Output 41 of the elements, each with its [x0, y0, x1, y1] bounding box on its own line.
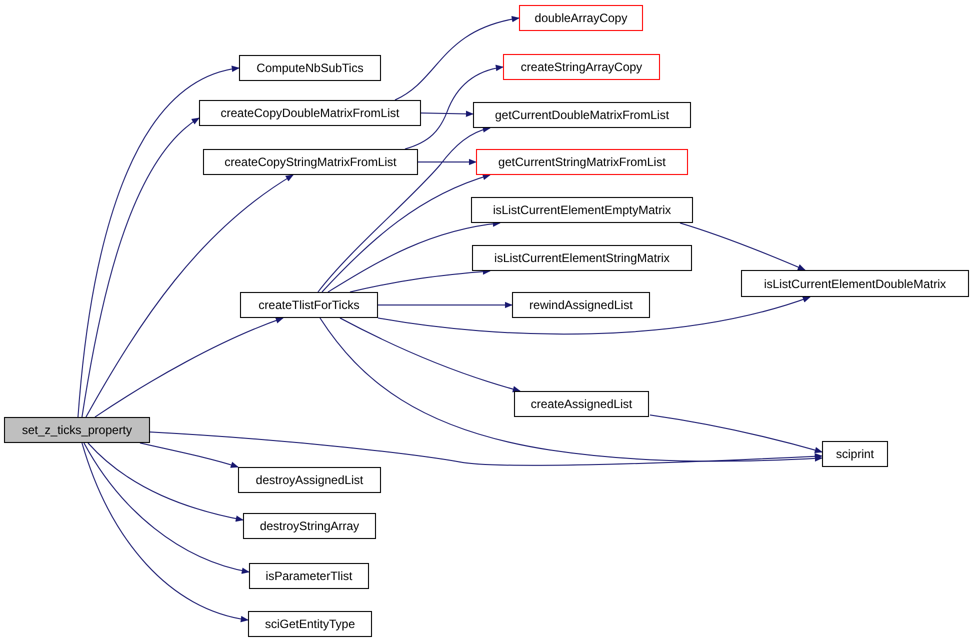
arrow	[94, 318, 284, 418]
arrow	[340, 318, 521, 392]
function-box: createCopyStringMatrixFromList	[203, 149, 418, 175]
arrow	[78, 66, 240, 418]
function-box: isListCurrentElementDoubleMatrix	[741, 270, 969, 297]
function-box: createTlistForTicks	[240, 292, 378, 318]
arrow	[88, 442, 244, 522]
arrow	[418, 158, 477, 166]
arrow	[322, 174, 491, 292]
arrow	[680, 222, 806, 270]
function-box: sciprint	[822, 441, 888, 467]
function-box: destroyStringArray	[243, 513, 376, 539]
arrow	[150, 432, 823, 466]
arrow	[140, 442, 239, 468]
arrow	[82, 442, 249, 622]
function-box: sciGetEntityType	[248, 611, 372, 637]
function-box: createStringArrayCopy	[503, 54, 660, 80]
arrow	[328, 220, 501, 292]
arrow	[650, 414, 823, 454]
function-box: getCurrentStringMatrixFromList	[476, 149, 688, 175]
function-box: doubleArrayCopy	[519, 5, 643, 31]
function-box: createCopyDoubleMatrixFromList	[199, 100, 421, 126]
arrow	[394, 16, 520, 100]
arrow	[320, 318, 823, 462]
arrow	[404, 65, 504, 150]
arrow	[420, 110, 474, 118]
function-box: getCurrentDoubleMatrixFromList	[473, 102, 691, 128]
function-box: rewindAssignedList	[512, 292, 650, 318]
arrow	[84, 442, 250, 574]
function-box: isListCurrentElementEmptyMatrix	[471, 197, 693, 223]
arrow	[82, 118, 200, 418]
arrow	[378, 302, 513, 308]
arrow	[378, 296, 811, 335]
function-box: set_z_ticks_property	[4, 417, 150, 443]
function-box: isListCurrentElementStringMatrix	[472, 245, 692, 271]
function-box: destroyAssignedList	[238, 467, 381, 493]
arrow	[318, 126, 491, 292]
arrow	[86, 174, 294, 418]
function-box: isParameterTlist	[249, 563, 369, 589]
function-box: ComputeNbSubTics	[239, 55, 381, 81]
function-box: createAssignedList	[514, 391, 649, 417]
